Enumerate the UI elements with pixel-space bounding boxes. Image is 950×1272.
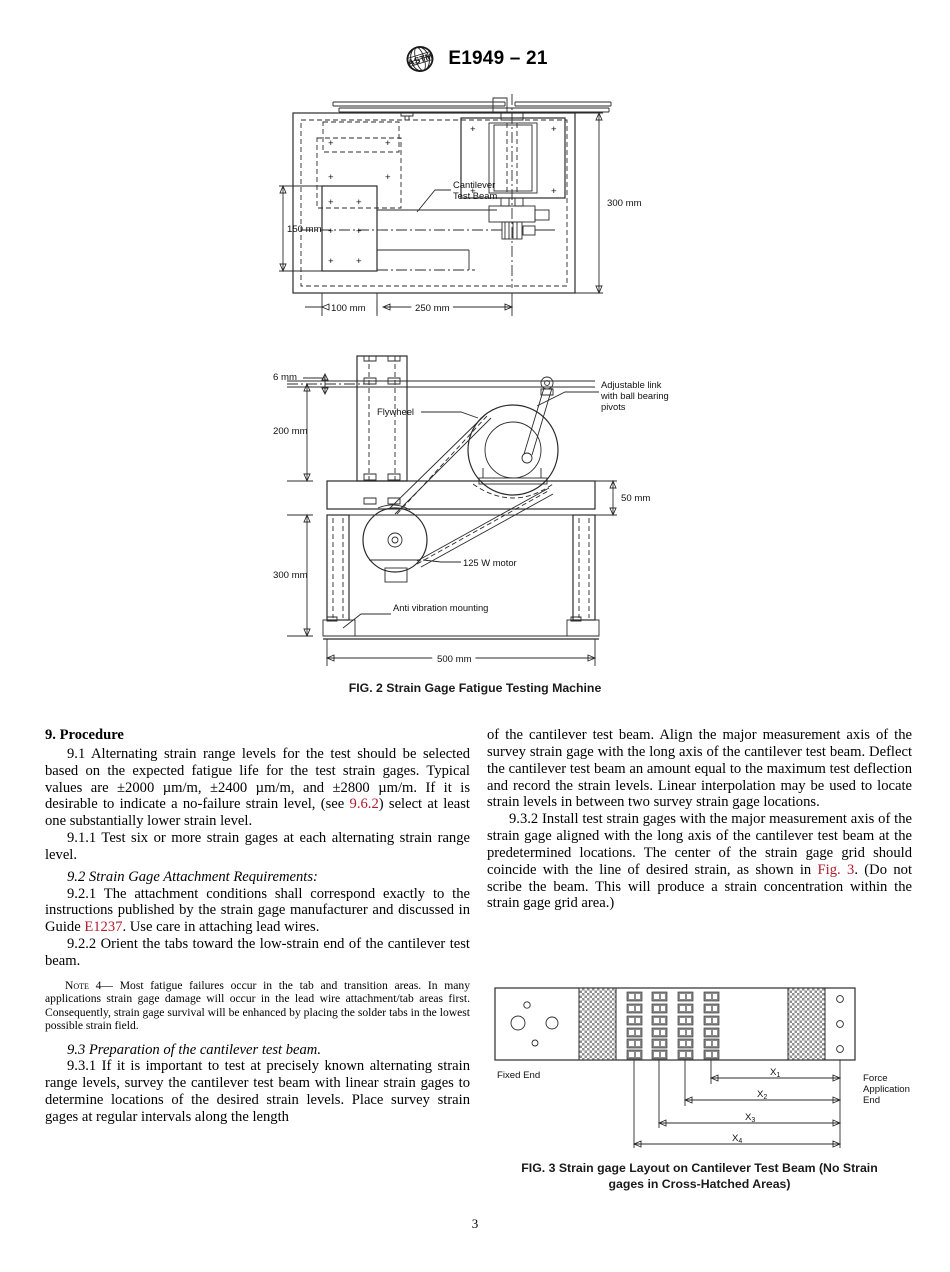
note-4-label: Note xyxy=(65,978,89,992)
section-heading-9: 9. Procedure xyxy=(45,727,124,743)
svg-text:+: + xyxy=(328,256,334,267)
svg-text:+: + xyxy=(551,186,557,197)
svg-text:+: + xyxy=(385,172,391,183)
svg-text:+: + xyxy=(328,138,334,149)
svg-text:150 mm: 150 mm xyxy=(287,224,322,235)
note-4: Note 4— Most fatigue failures occur in t… xyxy=(45,979,470,1033)
paragraph-9-3-2-text-a: 9.3.2 Install test strain gages with the… xyxy=(487,811,912,878)
paragraph-9-3-2: 9.3.2 Install test strain gages with the… xyxy=(487,811,912,912)
force-application-line3: End xyxy=(863,1095,880,1106)
svg-text:+: + xyxy=(356,226,362,237)
svg-text:with ball bearing: with ball bearing xyxy=(600,390,669,401)
svg-text:+: + xyxy=(356,197,362,208)
paragraph-9-3-heading: 9.3 Preparation of the cantilever test b… xyxy=(67,1041,321,1058)
svg-text:50 mm: 50 mm xyxy=(621,493,650,504)
svg-text:+: + xyxy=(470,186,476,197)
fig2-plan-view: + + + + + + + + + + + + xyxy=(279,94,642,318)
svg-text:500 mm: 500 mm xyxy=(437,654,472,665)
paragraph-9-1-1: 9.1.1 Test six or more strain gages at e… xyxy=(45,830,470,863)
svg-text:Flywheel: Flywheel xyxy=(377,406,414,417)
svg-text:Test Beam: Test Beam xyxy=(453,190,497,201)
xref-9-6-2[interactable]: 9.6.2 xyxy=(349,796,379,813)
dimension-x2: X2 xyxy=(757,1089,767,1101)
astm-logo-icon: ASTM xyxy=(407,46,434,72)
paragraph-9-3-1-continued: of the cantilever test beam. Align the m… xyxy=(487,727,912,811)
svg-text:+: + xyxy=(328,172,334,183)
paragraph-9-2-heading: 9.2 Strain Gage Attachment Requirements: xyxy=(67,868,318,885)
standard-designation: E1949 – 21 xyxy=(448,48,548,69)
svg-text:+: + xyxy=(385,138,391,149)
fig2-side-view: 6 mm 200 mm 50 mm 300 mm xyxy=(273,355,669,670)
page-number: 3 xyxy=(471,1216,479,1231)
svg-text:+: + xyxy=(328,197,334,208)
svg-text:200 mm: 200 mm xyxy=(273,426,308,437)
svg-text:+: + xyxy=(470,124,476,135)
svg-text:500 mm: 500 mm xyxy=(437,654,472,665)
svg-text:Cantilever: Cantilever xyxy=(453,179,495,190)
figure-3: Fixed End Force Application End X1 X2 X3 xyxy=(487,978,917,1156)
left-text-column: 9. Procedure 9.1 Alternating strain rang… xyxy=(45,727,470,1126)
figure-3-caption-line2: gages in Cross-Hatched Areas) xyxy=(608,1177,791,1192)
svg-text:+: + xyxy=(328,226,334,237)
force-application-line1: Force xyxy=(863,1073,888,1084)
svg-text:Adjustable link: Adjustable link xyxy=(601,379,662,390)
paragraph-9-1: 9.1 Alternating strain range levels for … xyxy=(45,746,470,830)
svg-text:pivots: pivots xyxy=(601,401,626,412)
svg-text:+: + xyxy=(551,124,557,135)
paragraph-9-3-1: 9.3.1 If it is important to test at prec… xyxy=(45,1058,470,1125)
paragraph-9-1-text-b: ) select at least one substantially lowe… xyxy=(45,796,470,830)
note-4-text: 4— Most fatigue failures occur in the ta… xyxy=(45,978,470,1033)
svg-text:Anti vibration mounting: Anti vibration mounting xyxy=(393,602,488,613)
paragraph-9-3-2-text-b: . (Do not scribe the beam. This will pro… xyxy=(487,861,912,912)
svg-text:250 mm: 250 mm xyxy=(415,303,450,314)
page-header: ASTM E1949 – 21 xyxy=(0,44,950,74)
figure-2-drawing: + + + + + + + + + + + + xyxy=(273,94,669,670)
xref-e1237[interactable]: E1237 xyxy=(84,919,123,936)
right-text-column: of the cantilever test beam. Align the m… xyxy=(487,727,912,912)
figure-3-caption-line1: FIG. 3 Strain gage Layout on Cantilever … xyxy=(521,1161,878,1175)
dimension-x4: X4 xyxy=(732,1133,742,1145)
figure-3-drawing: Fixed End Force Application End X1 X2 X3 xyxy=(494,987,910,1148)
strain-gage-grid xyxy=(626,991,720,1060)
svg-text:+: + xyxy=(356,256,362,267)
paragraph-9-2-1: 9.2.1 The attachment conditions shall co… xyxy=(45,886,470,937)
dimension-x3: X3 xyxy=(745,1112,755,1124)
figure-2: + + + + + + + + + + + + xyxy=(0,88,950,678)
paragraph-9-1-text-a: 9.1 Alternating strain range levels for … xyxy=(45,745,470,813)
svg-text:100 mm: 100 mm xyxy=(331,303,366,314)
svg-text:6 mm: 6 mm xyxy=(273,372,297,383)
paragraph-9-2-1-text-a: 9.2.1 The attachment conditions shall co… xyxy=(45,885,470,936)
dimension-x1: X1 xyxy=(770,1067,780,1079)
paragraph-9-2-2: 9.2.2 Orient the tabs toward the low-str… xyxy=(45,936,470,969)
fixed-end-label: Fixed End xyxy=(497,1070,540,1081)
paragraph-9-2-1-text-b: . Use care in attaching lead wires. xyxy=(122,919,320,936)
figure-2-caption: FIG. 2 Strain Gage Fatigue Testing Machi… xyxy=(348,681,602,695)
xref-fig-3[interactable]: Fig. 3 xyxy=(817,861,855,878)
force-application-line2: Application xyxy=(863,1084,910,1095)
svg-text:250 mm: 250 mm xyxy=(415,303,450,314)
svg-text:300 mm: 300 mm xyxy=(607,198,642,209)
svg-text:125 W motor: 125 W motor xyxy=(463,557,517,568)
svg-text:300 mm: 300 mm xyxy=(273,570,308,581)
figure-3-caption: FIG. 3 Strain gage Layout on Cantilever … xyxy=(487,1160,912,1192)
